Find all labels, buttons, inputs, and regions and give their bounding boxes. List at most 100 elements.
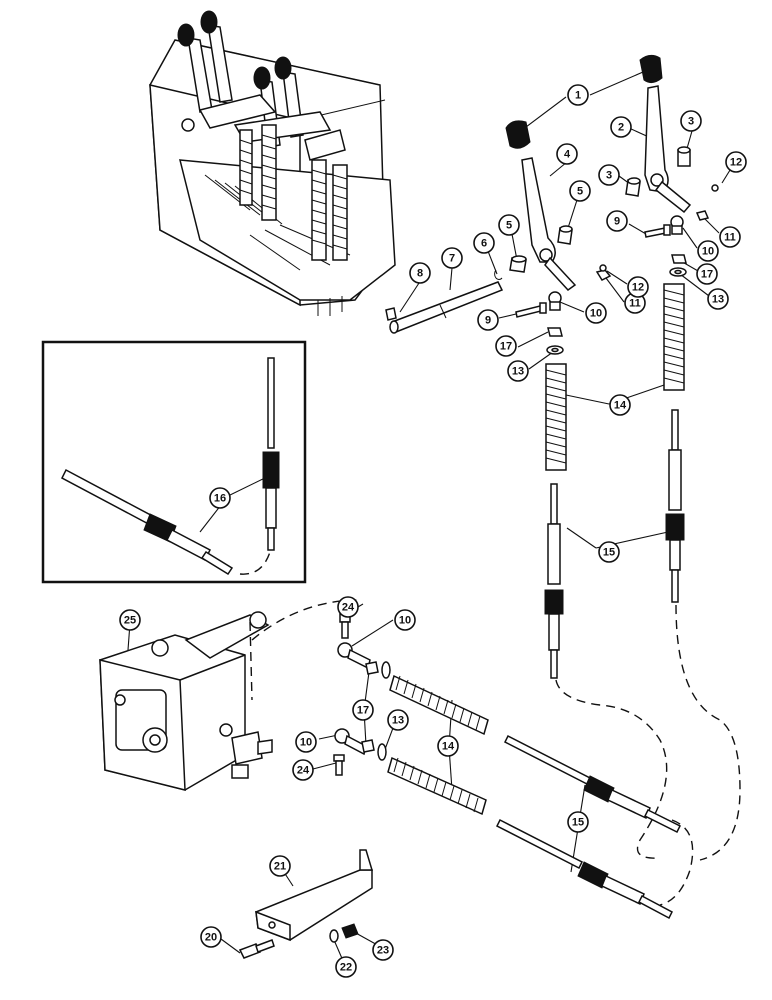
washer-13-lower-upper bbox=[381, 661, 391, 679]
cable-16-angled bbox=[61, 468, 234, 576]
callout-label: 14 bbox=[442, 741, 455, 753]
pin-8 bbox=[385, 307, 397, 321]
washer-22 bbox=[329, 929, 339, 943]
cable-15-left bbox=[544, 483, 564, 679]
callout-4: 4 bbox=[556, 143, 578, 165]
rod-end-10-lower-lower bbox=[334, 728, 367, 756]
callout-label: 3 bbox=[688, 116, 694, 128]
callout-label: 7 bbox=[449, 253, 455, 265]
callout-label: 25 bbox=[124, 615, 136, 627]
bracket-21 bbox=[255, 849, 374, 942]
callout-6: 6 bbox=[473, 232, 495, 254]
spring-14-lower-upper bbox=[389, 674, 489, 736]
callout-label: 24 bbox=[342, 602, 355, 614]
nut-23 bbox=[341, 923, 359, 939]
nut-17-right bbox=[671, 254, 687, 264]
callout-label: 14 bbox=[614, 400, 627, 412]
callout-10: 10 bbox=[697, 240, 719, 262]
callout-17: 17 bbox=[495, 335, 517, 357]
callout-17: 17 bbox=[696, 263, 718, 285]
cable-15-lower-upper bbox=[503, 734, 682, 834]
washer-13-lower-lower bbox=[377, 743, 387, 761]
rod-end-10-right bbox=[670, 215, 684, 235]
bushing-5-upper bbox=[557, 225, 573, 245]
callout-label: 6 bbox=[481, 238, 487, 250]
rod-end-10-lower-upper bbox=[337, 642, 371, 670]
callout-label: 11 bbox=[724, 232, 736, 244]
callout-label: 17 bbox=[701, 269, 713, 281]
callout-label: 2 bbox=[618, 122, 624, 134]
callout-label: 5 bbox=[577, 186, 583, 198]
callout-label: 13 bbox=[712, 294, 724, 306]
washer-12-right bbox=[711, 184, 719, 192]
callout-label: 15 bbox=[603, 547, 615, 559]
cable-routing-lines bbox=[249, 599, 741, 906]
callout-21: 21 bbox=[269, 855, 291, 877]
callout-9: 9 bbox=[477, 309, 499, 331]
callout-label: 22 bbox=[340, 962, 352, 974]
bolt-24-lower bbox=[333, 754, 345, 776]
spring-14-right bbox=[663, 283, 685, 391]
callout-15: 15 bbox=[598, 541, 620, 563]
callout-label: 3 bbox=[606, 170, 612, 182]
control-valve-25 bbox=[99, 611, 273, 791]
callout-label: 17 bbox=[500, 341, 512, 353]
callout-17: 17 bbox=[352, 699, 374, 721]
callout-label: 10 bbox=[702, 246, 714, 258]
callout-8: 8 bbox=[409, 262, 431, 284]
callout-label: 13 bbox=[392, 715, 404, 727]
callout-13: 13 bbox=[507, 360, 529, 382]
callout-label: 9 bbox=[485, 315, 491, 327]
washer-13-left bbox=[546, 345, 564, 355]
callout-10: 10 bbox=[585, 302, 607, 324]
callout-label: 17 bbox=[357, 705, 369, 717]
callout-24: 24 bbox=[292, 759, 314, 781]
callout-label: 8 bbox=[417, 268, 423, 280]
callout-15: 15 bbox=[567, 811, 589, 833]
callout-23: 23 bbox=[372, 939, 394, 961]
callout-label: 20 bbox=[205, 932, 217, 944]
bushing-5-lower bbox=[509, 255, 527, 273]
callout-14: 14 bbox=[437, 735, 459, 757]
callout-22: 22 bbox=[335, 956, 357, 978]
callout-label: 10 bbox=[300, 737, 312, 749]
callout-9: 9 bbox=[606, 210, 628, 232]
retaining-ring-6 bbox=[494, 269, 503, 280]
callout-label: 5 bbox=[506, 220, 512, 232]
lever-left bbox=[521, 157, 577, 291]
bushing-3-right bbox=[677, 146, 691, 167]
callout-13: 13 bbox=[707, 288, 729, 310]
cable-15-lower-lower bbox=[495, 818, 673, 920]
callout-label: 11 bbox=[629, 298, 641, 310]
callout-label: 24 bbox=[297, 765, 310, 777]
pivot-shaft-7 bbox=[389, 281, 504, 334]
callout-label: 15 bbox=[572, 817, 584, 829]
nut-11-right bbox=[695, 210, 710, 221]
callout-14: 14 bbox=[609, 394, 631, 416]
washer-13-right bbox=[669, 267, 687, 277]
bolt-20 bbox=[238, 939, 275, 959]
inset-box bbox=[41, 340, 307, 584]
callout-3: 3 bbox=[598, 164, 620, 186]
cable-16-vertical bbox=[262, 357, 280, 551]
callout-label: 21 bbox=[274, 861, 286, 873]
control-console-assembly bbox=[149, 10, 396, 316]
bolt-9-right bbox=[644, 224, 671, 238]
callout-12: 12 bbox=[627, 276, 649, 298]
lever-right bbox=[644, 85, 692, 214]
bolt-9-left bbox=[515, 302, 547, 318]
callout-24: 24 bbox=[337, 596, 359, 618]
callout-label: 10 bbox=[399, 615, 411, 627]
callout-label: 9 bbox=[614, 216, 620, 228]
callout-label: 12 bbox=[730, 157, 742, 169]
spring-14-left bbox=[545, 363, 567, 471]
callout-label: 4 bbox=[564, 149, 571, 161]
cable-15-right bbox=[665, 409, 685, 603]
callout-label: 13 bbox=[512, 366, 524, 378]
callout-16: 16 bbox=[209, 487, 231, 509]
callout-label: 23 bbox=[377, 945, 389, 957]
nut-17-lower-lower bbox=[361, 739, 375, 753]
bushing-3-left bbox=[625, 177, 641, 197]
lever-knob-right bbox=[639, 54, 663, 84]
